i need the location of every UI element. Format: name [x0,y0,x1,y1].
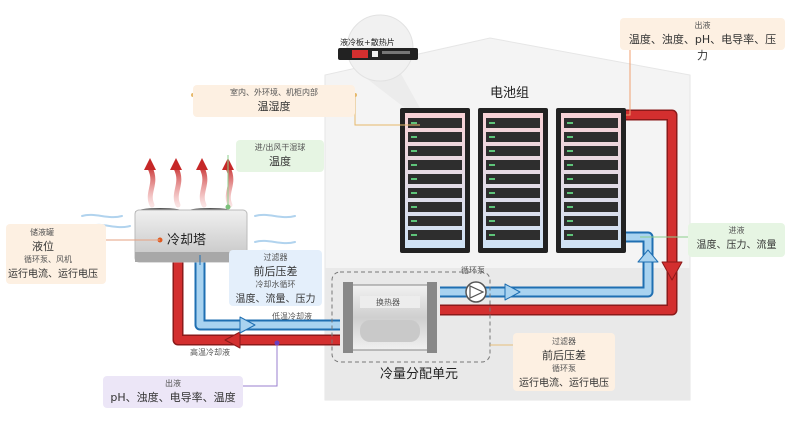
heat-exchanger-label: 换热器 [376,298,400,307]
filter-left-line2: 前后压差 [253,265,298,278]
filter-left-line4: 温度、流量、压力 [235,294,316,305]
cooling-tower-body [134,208,248,263]
env-sensor-line2: 温湿度 [257,100,291,113]
steam-arrows [144,158,234,208]
cdu-unit [331,271,491,363]
cold-plate-magnifier [338,14,420,108]
outlet-top-callout: 出液 温度、浊度、pH、电导率、压力 [620,18,785,62]
pump-label: 循环泵 [461,266,485,275]
inlet-right-line1: 进液 [728,226,745,235]
cold-coolant-pipes [194,231,659,334]
battery-rack [556,108,626,253]
outlet-bottom-line1: 出液 [165,379,181,388]
filter-right-line2: 前后压差 [542,349,586,362]
battery-racks [400,108,626,253]
high-temp-label: 高温冷却液 [190,348,230,357]
hot-coolant-pipes [172,109,683,349]
filter-right-callout: 过滤器 前后压差 循环泵 运行电流、运行电压 [513,333,615,391]
outlet-bottom-callout: 出液 pH、浊度、电导率、温度 [103,376,243,408]
filter-left-line3: 冷却水循环 [255,280,296,289]
pump-icon [465,281,487,303]
env-sensor-callout: 室内、外环境、机柜内部 温湿度 [193,85,355,117]
filter-right-line4: 运行电流、运行电压 [519,378,609,389]
outlet-top-line1: 出液 [694,21,711,30]
filter-right-line3: 循环泵 [552,364,576,373]
env-sensor-line1: 室内、外环境、机柜内部 [230,88,318,97]
filter-left-line1: 过滤器 [263,253,288,262]
callout-connectors [105,45,688,387]
battery-rack [478,108,548,253]
tank-line3: 循环泵、风机 [24,255,72,264]
cooling-tower-title: 冷却塔 [167,233,207,248]
inlet-right-line2: 温度、压力、流量 [696,240,777,251]
battery-pack-title: 电池组 [490,86,530,101]
filter-left-callout: 过滤器 前后压差 冷却水循环 温度、流量、压力 [229,250,322,306]
wetbulb-line2: 温度 [269,155,291,168]
low-temp-label: 低温冷却液 [272,312,312,321]
outlet-top-line2: 温度、浊度、pH、电导率、压力 [628,33,777,62]
tank-callout: 储液罐 液位 循环泵、风机 运行电流、运行电压 [6,224,106,284]
cold-plate-label: 液冷板+散热片 [340,38,395,47]
inlet-right-callout: 进液 温度、压力、流量 [688,223,785,257]
wetbulb-line1: 进/出风干湿球 [254,143,306,152]
cdu-title: 冷量分配单元 [380,367,459,382]
outlet-bottom-line2: pH、浊度、电导率、温度 [110,391,236,404]
wetbulb-callout: 进/出风干湿球 温度 [236,140,324,172]
battery-rack [400,108,470,253]
tank-line2: 液位 [32,240,54,253]
tank-line1: 储液罐 [30,228,54,237]
filter-right-line1: 过滤器 [552,337,576,346]
tank-line4: 运行电流、运行电压 [8,269,98,280]
